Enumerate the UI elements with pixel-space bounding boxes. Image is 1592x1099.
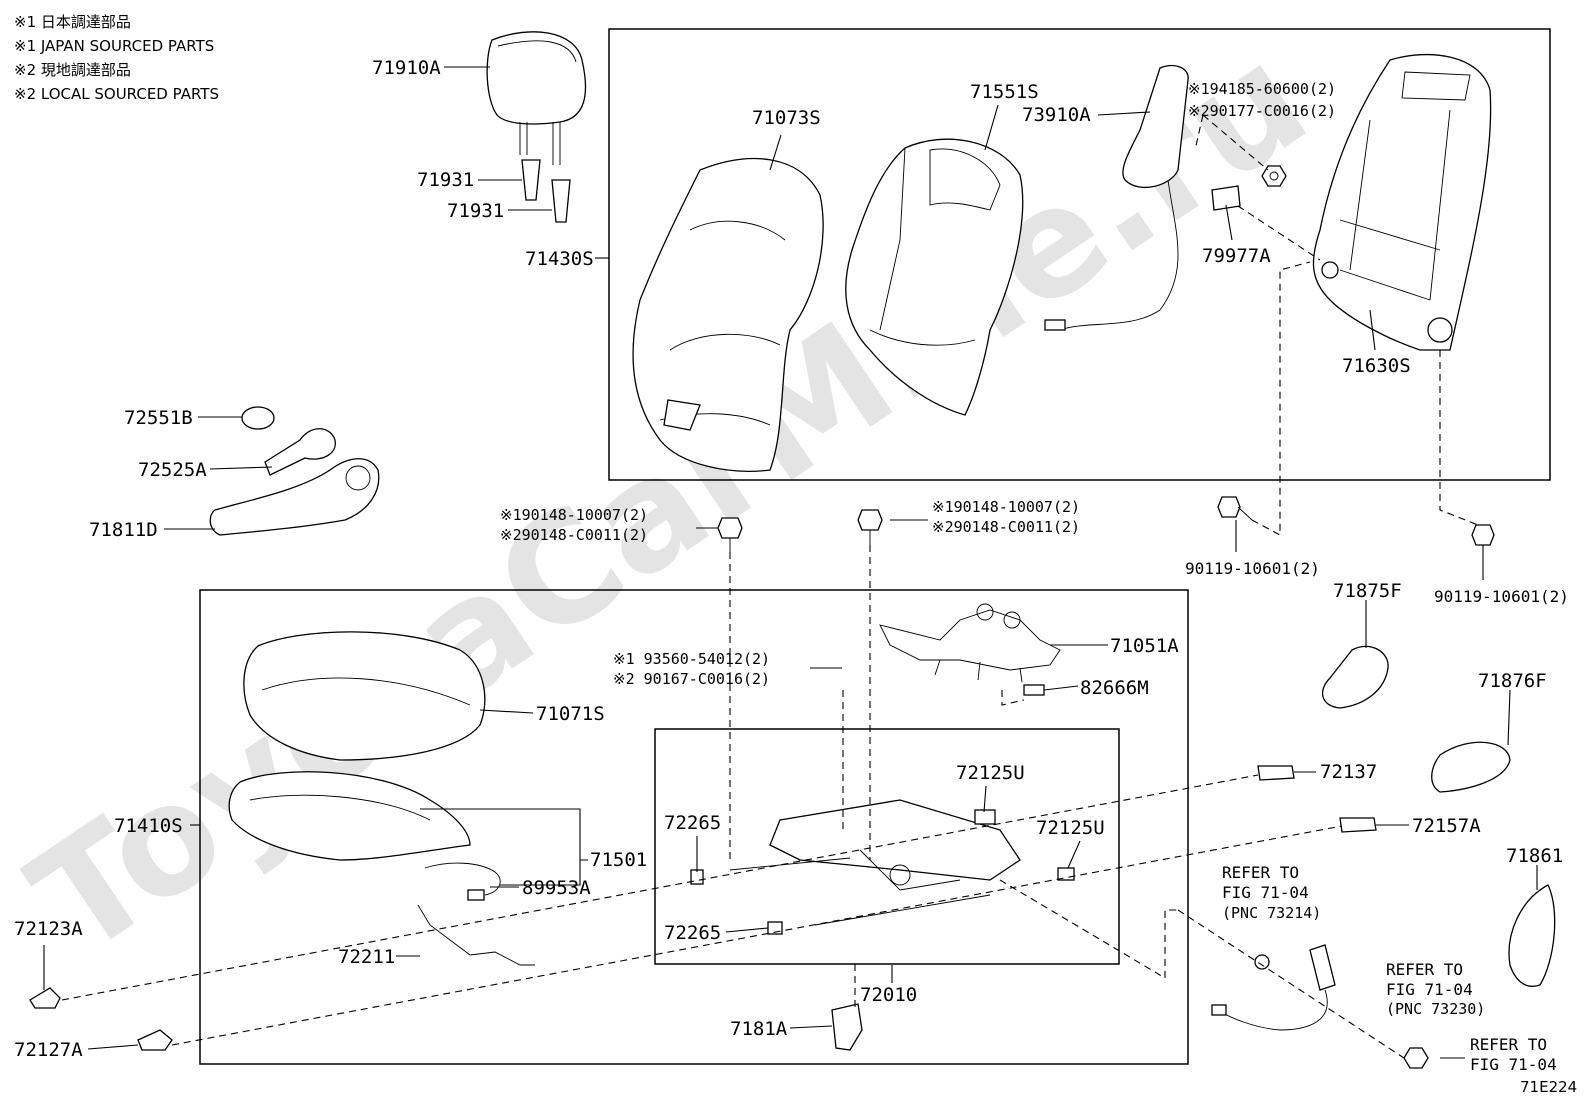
seatbelt-drawing	[1211, 944, 1429, 1069]
note-bolt-left-2: ※290148-C0011(2)	[500, 526, 648, 544]
label-73910A: 73910A	[1022, 104, 1091, 126]
seatback-cover-drawing	[632, 157, 824, 472]
note-bolt-right-1: ※190148-10007(2)	[932, 498, 1080, 516]
label-72211: 72211	[338, 946, 395, 968]
label-71073S: 71073S	[752, 107, 821, 129]
wire-72211-drawing	[417, 904, 535, 966]
label-89953A: 89953A	[522, 877, 591, 899]
note-airbag-1: ※194185-60600(2)	[1188, 80, 1336, 98]
label-71861: 71861	[1506, 845, 1563, 867]
label-90119-lower: 90119-10601(2)	[1434, 587, 1569, 606]
cushion-cover-drawing	[243, 631, 486, 761]
note-bolt-mid-2: ※2 90167-C0016(2)	[613, 670, 770, 688]
label-79977A: 79977A	[1202, 245, 1271, 267]
note-airbag-2: ※290177-C0016(2)	[1188, 102, 1336, 120]
cushion-pad-drawing	[228, 771, 471, 861]
reference-notes: REFER TO FIG 71-04 (PNC 73214) REFER TO …	[1222, 863, 1557, 1074]
cover-71861-drawing	[1508, 884, 1556, 987]
note-bolt-left-1: ※190148-10007(2)	[500, 506, 648, 524]
label-72125U-lower: 72125U	[1036, 817, 1105, 839]
label-71910A: 71910A	[372, 57, 441, 79]
label-72551B: 72551B	[124, 407, 193, 429]
ref3-line2: FIG 71-04	[1470, 1055, 1557, 1074]
label-71931-lower: 71931	[447, 200, 504, 222]
label-82666M: 82666M	[1080, 677, 1149, 699]
dashed-guide-lines	[61, 114, 1479, 1059]
ref1-line3: (PNC 73214)	[1222, 904, 1321, 922]
label-72125U-upper: 72125U	[956, 762, 1025, 784]
seatback-pad-drawing	[845, 138, 1024, 416]
legend: ※1 日本調達部品 ※1 JAPAN SOURCED PARTS ※2 現地調達…	[14, 13, 219, 103]
label-71875F: 71875F	[1333, 580, 1402, 602]
label-79977A-drawing	[1211, 185, 1241, 211]
label-71876F: 71876F	[1478, 670, 1547, 692]
ref2-line3: (PNC 73230)	[1386, 1000, 1485, 1018]
note-bolt-right-2: ※290148-C0011(2)	[932, 518, 1080, 536]
part-labels: 71910A 71931 71931 71430S 71073S 71551S …	[14, 57, 1569, 1061]
label-72265-upper: 72265	[664, 812, 721, 834]
foot-cover-72127A-drawing	[137, 1029, 173, 1051]
label-7181A: 7181A	[730, 1018, 788, 1040]
label-71071S: 71071S	[536, 703, 605, 725]
ref3-line1: REFER TO	[1470, 1035, 1547, 1054]
clip-72157A-drawing	[1339, 817, 1377, 833]
recliner-handle-drawing	[264, 428, 336, 476]
label-71931-upper: 71931	[417, 169, 474, 191]
label-72137: 72137	[1320, 761, 1377, 783]
label-72265-lower: 72265	[664, 922, 721, 944]
bolt-90119a-drawing	[1217, 496, 1253, 521]
label-72010: 72010	[860, 984, 917, 1006]
label-72525A: 72525A	[138, 459, 207, 481]
label-71630S: 71630S	[1342, 355, 1411, 377]
connector-82666M-drawing	[1023, 684, 1045, 696]
cushion-group-box	[199, 589, 1189, 1065]
seat-adjuster-drawing	[690, 799, 1075, 935]
recliner-cover-drawing	[209, 458, 380, 536]
ref2-line2: FIG 71-04	[1386, 980, 1473, 999]
bracket-7181A-drawing	[831, 1003, 863, 1051]
note-bolt-mid-1: ※1 93560-54012(2)	[613, 650, 770, 668]
adjuster-group-box	[654, 728, 1120, 965]
label-71501: 71501	[590, 849, 647, 871]
label-71811D: 71811D	[89, 519, 158, 541]
label-71410S: 71410S	[114, 815, 183, 837]
clip-72137-drawing	[1257, 765, 1295, 781]
ref1-line1: REFER TO	[1222, 863, 1299, 882]
figure-code: 71E224	[1520, 1078, 1577, 1096]
legend-line-1: ※1 日本調達部品	[14, 13, 131, 31]
label-72123A: 72123A	[14, 918, 83, 940]
legend-line-4: ※2 LOCAL SOURCED PARTS	[14, 85, 219, 103]
nut-drawing	[1261, 165, 1287, 187]
label-90119-upper: 90119-10601(2)	[1185, 559, 1320, 578]
legend-line-3: ※2 現地調達部品	[14, 61, 131, 79]
label-71551S: 71551S	[970, 81, 1039, 103]
seatback-frame-drawing	[1312, 54, 1492, 351]
leader-lines	[43, 66, 1538, 1059]
bolt-right-drawing	[857, 509, 883, 545]
knob-drawing	[241, 406, 275, 430]
label-72127A: 72127A	[14, 1039, 83, 1061]
side-airbag-drawing	[1044, 65, 1189, 331]
headrest-guide-drawing	[521, 159, 571, 223]
sourced-part-notes: ※194185-60600(2) ※290177-C0016(2) ※19014…	[500, 80, 1336, 688]
bolt-90119b-drawing	[1471, 524, 1495, 546]
foot-cover-72123A-drawing	[29, 987, 61, 1009]
legend-line-2: ※1 JAPAN SOURCED PARTS	[14, 37, 214, 55]
ref1-line2: FIG 71-04	[1222, 883, 1309, 902]
seatback-group-box	[608, 28, 1551, 481]
cover-71875F-drawing	[1321, 645, 1389, 709]
cover-71876F-drawing	[1431, 741, 1511, 793]
harness-89953A-drawing	[424, 862, 501, 901]
lumbar-drawing	[879, 603, 1061, 683]
ref2-line1: REFER TO	[1386, 960, 1463, 979]
headrest-drawing	[486, 31, 587, 165]
label-72157A: 72157A	[1412, 815, 1481, 837]
label-71051A: 71051A	[1110, 635, 1179, 657]
label-71430S: 71430S	[525, 248, 594, 270]
